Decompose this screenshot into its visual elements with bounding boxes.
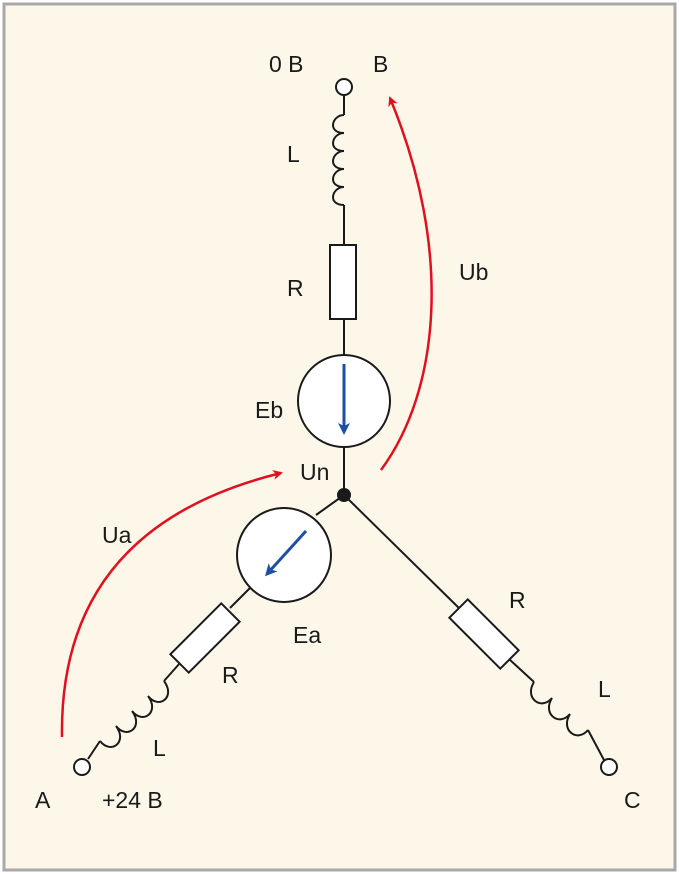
voltage-arrow-ub xyxy=(379,96,433,471)
terminal-b xyxy=(335,78,353,96)
label-zero-b: 0 B xyxy=(269,51,304,77)
label-terminal-c: C xyxy=(624,787,641,813)
terminal-a xyxy=(73,758,91,776)
wire-a-e-r xyxy=(229,587,251,609)
label-plus-24-b: +24 B xyxy=(102,787,163,813)
label-emf-ea: Ea xyxy=(293,622,321,648)
wire-a-terminal xyxy=(87,740,101,760)
label-resistor-a: R xyxy=(222,662,239,688)
wire-c-node-r xyxy=(343,494,464,613)
voltage-arrow-ua xyxy=(60,470,283,738)
label-terminal-a: A xyxy=(35,787,51,813)
inductor-b xyxy=(332,114,345,206)
label-terminal-b: B xyxy=(373,51,388,77)
label-inductor-a: L xyxy=(153,735,166,761)
label-voltage-ua: Ua xyxy=(102,522,132,548)
emf-arrow-a xyxy=(264,529,308,577)
terminal-c xyxy=(600,758,618,776)
wire-a-r-l xyxy=(163,662,181,682)
phase-c-branch xyxy=(343,494,605,761)
label-emf-eb: Eb xyxy=(255,397,283,423)
inductor-c xyxy=(530,681,589,737)
neutral-node xyxy=(337,488,351,502)
wire-c-terminal xyxy=(587,729,605,761)
label-resistor-c: R xyxy=(509,587,526,613)
resistor-b xyxy=(329,244,357,320)
label-inductor-c: L xyxy=(598,676,611,702)
inductor-a xyxy=(99,680,170,748)
label-voltage-ub: Ub xyxy=(459,259,488,285)
wire-c-r-l xyxy=(508,658,535,683)
label-neutral-un: Un xyxy=(300,459,329,485)
label-resistor-b: R xyxy=(287,275,304,301)
label-inductor-b: L xyxy=(287,141,300,167)
